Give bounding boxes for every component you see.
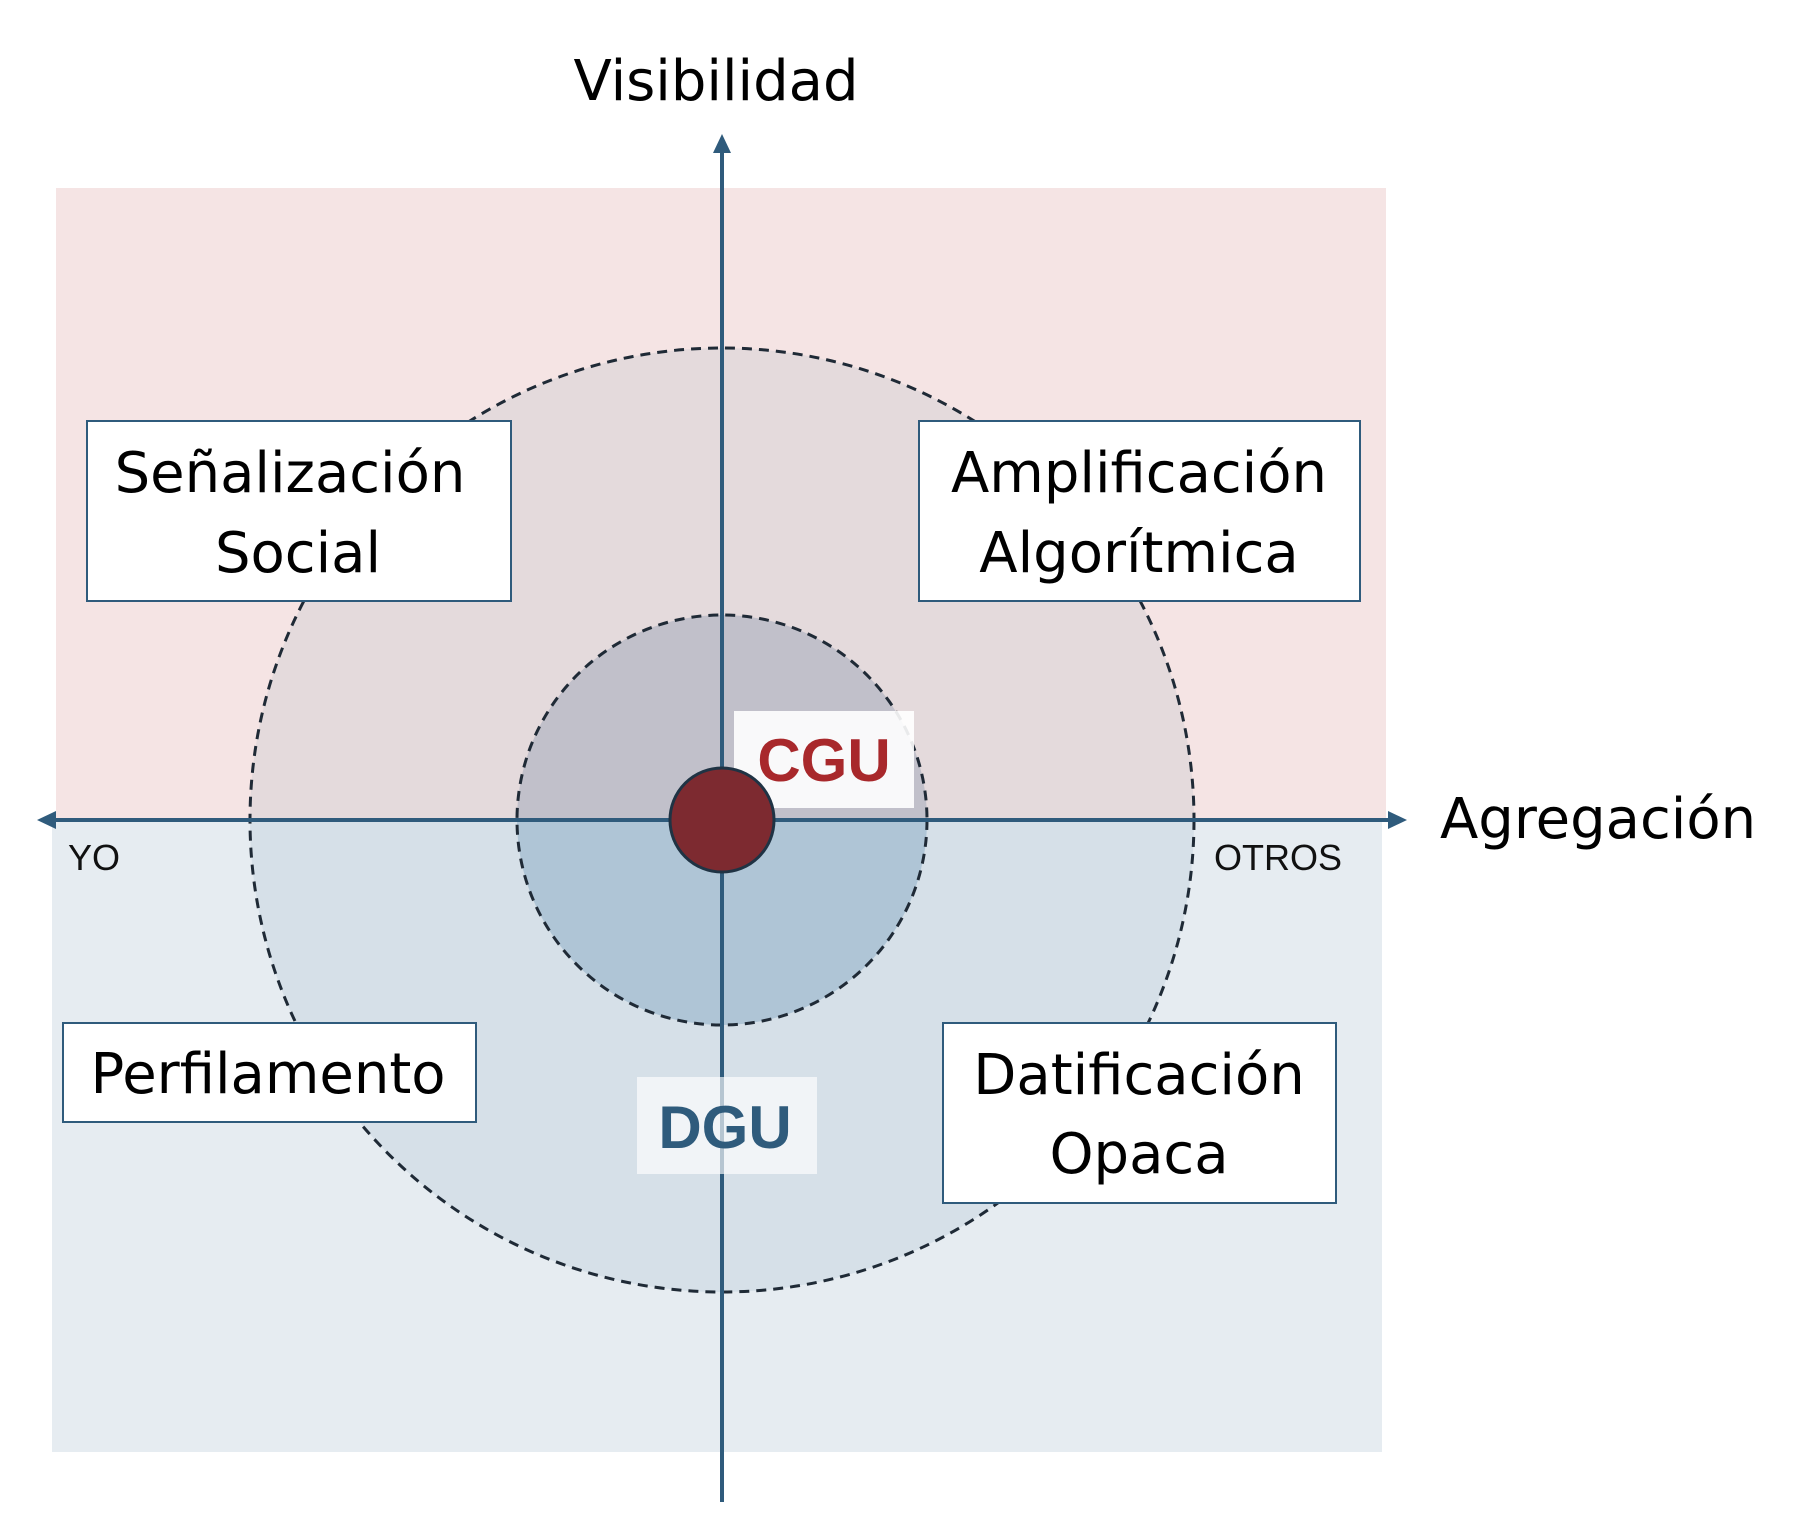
horizontal-axis-title: Agregación bbox=[1440, 787, 1756, 852]
quadrant-top-right: Amplificación Algorítmica bbox=[918, 420, 1361, 602]
quadrant-top-left-line-2: Social bbox=[215, 521, 381, 586]
quadrant-top-right-line-2: Algorítmica bbox=[979, 521, 1298, 586]
axis-left-label: YO bbox=[68, 837, 120, 878]
dgu-label: DGU bbox=[658, 1094, 791, 1161]
quadrant-bottom-left-box bbox=[62, 1022, 477, 1123]
horizontal-axis-right-arrowhead bbox=[1388, 811, 1407, 829]
quadrant-bottom-right-line-2: Opaca bbox=[1049, 1122, 1228, 1187]
quadrant-bottom-right-line-1: Datificación bbox=[973, 1043, 1304, 1108]
axis-right-label: OTROS bbox=[1214, 837, 1342, 878]
quadrant-top-right-line-1: Amplificación bbox=[951, 441, 1327, 506]
quadrant-bottom-left-line-1: Perfilamento bbox=[90, 1042, 445, 1107]
quadrant-top-left-line-1: Señalización bbox=[115, 441, 466, 506]
quadrant-top-right-box bbox=[918, 420, 1361, 602]
quadrant-bottom-right-box bbox=[942, 1022, 1337, 1204]
quadrant-top-left-box bbox=[86, 420, 512, 602]
cgu-label: CGU bbox=[757, 727, 890, 794]
quadrant-top-left: Señalización Social bbox=[86, 420, 512, 602]
vertical-axis-arrowhead bbox=[713, 134, 731, 153]
quadrant-bottom-left: Perfilamento bbox=[62, 1022, 477, 1123]
vertical-axis-title: Visibilidad bbox=[573, 49, 858, 114]
horizontal-axis-left-arrowhead bbox=[37, 811, 56, 829]
core-circle bbox=[668, 766, 776, 874]
dgu-label-box bbox=[637, 1077, 817, 1174]
quadrant-bottom-right: Datificación Opaca bbox=[942, 1022, 1337, 1204]
